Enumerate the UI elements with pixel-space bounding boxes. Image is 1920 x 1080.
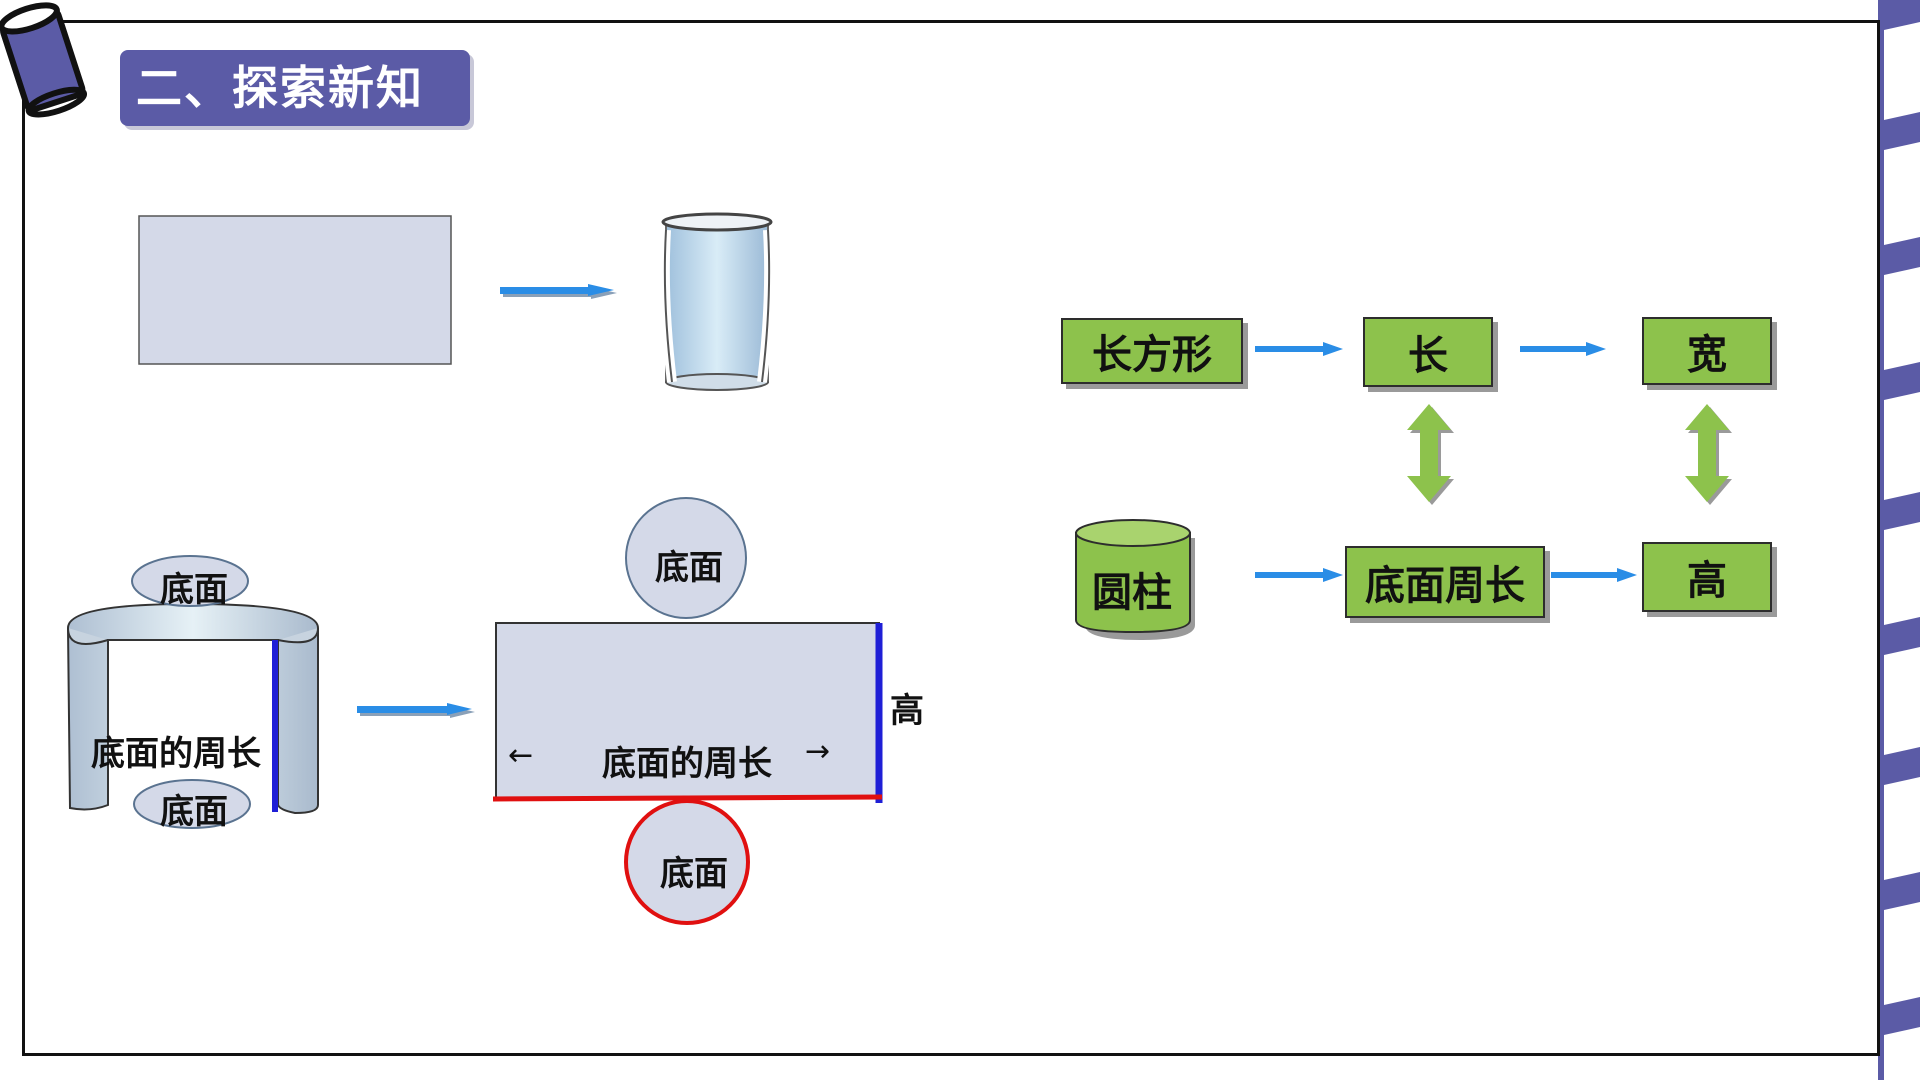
arrow-cylinder-to-net — [357, 703, 475, 718]
curved-side-label: 底面的周长 — [91, 734, 261, 774]
rolled-cylinder-can — [659, 212, 775, 391]
slide-frame — [22, 20, 1880, 1056]
height-box: 高 — [1642, 542, 1772, 612]
cylinder-logo-icon — [0, 2, 88, 118]
top-base-label: 底面 — [160, 570, 228, 610]
decorative-stripes — [1878, 0, 1920, 1080]
page-title: 二、探索新知 — [120, 50, 470, 126]
width-box: 宽 — [1642, 317, 1772, 385]
net-perimeter-label: 底面的周长 — [602, 744, 772, 784]
opened-cylinder — [66, 555, 319, 829]
left-arrow-glyph: ← — [508, 738, 534, 773]
flow-arrows — [1255, 342, 1637, 582]
net-top-base-label: 底面 — [655, 548, 723, 588]
net-height-label: 高 — [890, 691, 924, 731]
right-arrow-glyph: → — [805, 734, 831, 769]
base-perimeter-box: 底面周长 — [1345, 546, 1545, 618]
double-arrows-green — [1407, 404, 1732, 505]
cylinder-label: 圆柱 — [1092, 570, 1172, 616]
length-box: 长 — [1363, 317, 1493, 387]
green-cylinder — [1075, 519, 1195, 640]
rectangle-box: 长方形 — [1061, 318, 1243, 384]
cylinder-net — [492, 497, 883, 925]
rectangle-sheet — [138, 215, 452, 365]
net-bottom-base-label: 底面 — [660, 854, 728, 894]
arrow-sheet-to-can — [500, 284, 617, 299]
bottom-base-label: 底面 — [160, 792, 228, 832]
